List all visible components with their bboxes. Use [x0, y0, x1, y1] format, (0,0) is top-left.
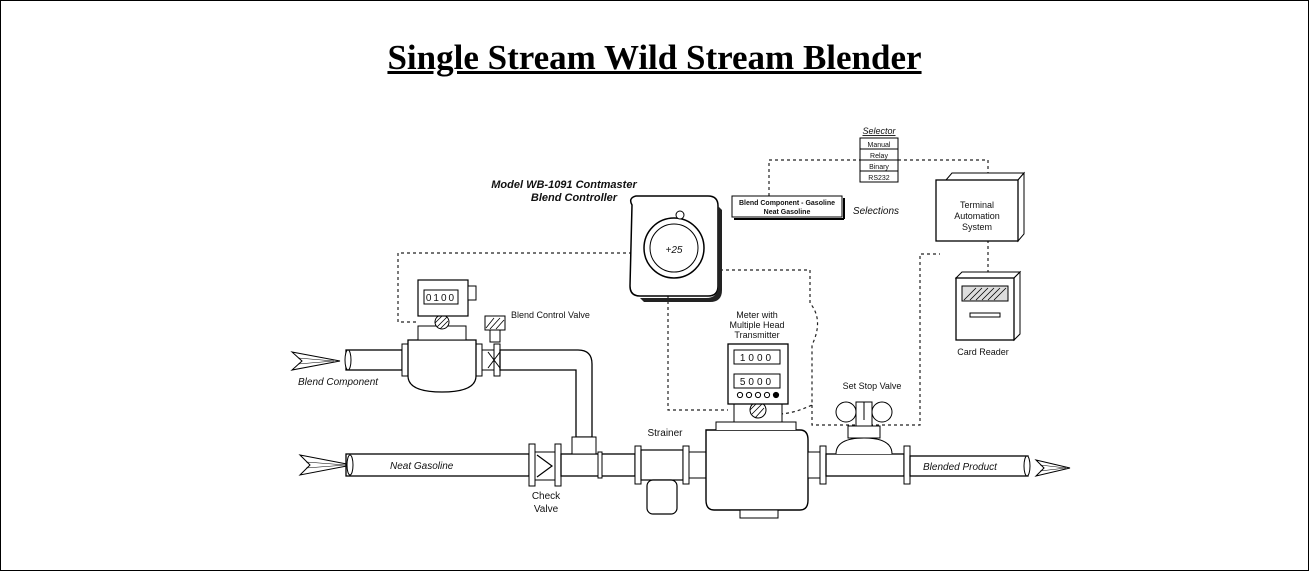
selections-line-1: Blend Component - Gasoline — [739, 200, 835, 207]
controller-model-label: Model WB-1091 Contmaster — [491, 179, 637, 191]
selector-option: Binary — [869, 164, 889, 171]
selector-heading: Selector — [862, 126, 896, 136]
blend-controller: +25 Model WB-1091 Contmaster Blend Contr… — [491, 179, 722, 302]
controller-dial-value: +25 — [666, 245, 683, 256]
meter-label-line-2: Multiple Head — [729, 320, 784, 330]
blend-control-valve-label: Blend Control Valve — [511, 310, 590, 320]
tee-pipe — [560, 436, 636, 479]
strainer: Strainer — [634, 428, 690, 515]
signal-wiring — [397, 159, 989, 426]
neat-gasoline-label: Neat Gasoline — [390, 461, 454, 472]
set-stop-valve: Set Stop Valve — [819, 381, 911, 485]
card-reader: Card Reader — [954, 270, 1022, 357]
selector: Selector Manual Relay Binary RS232 — [859, 126, 899, 183]
blend-component-pipe: Blend Component — [290, 343, 593, 438]
blended-product-label: Blended Product — [923, 462, 998, 473]
selections-box: Blend Component - Gasoline Neat Gasoline… — [731, 195, 899, 220]
controller-type-label: Blend Controller — [531, 192, 618, 204]
set-stop-valve-label: Set Stop Valve — [843, 381, 902, 391]
diagram-title: Single Stream Wild Stream Blender — [387, 38, 922, 77]
blended-product-pipe: Blended Product — [909, 455, 1071, 477]
selections-label: Selections — [853, 206, 899, 217]
meter-label-line-3: Transmitter — [734, 330, 779, 340]
selector-option: RS232 — [868, 175, 890, 182]
terminal-line-3: System — [962, 222, 992, 232]
check-valve: Check Valve — [528, 443, 562, 515]
neat-gasoline-pipe: Neat Gasoline — [298, 453, 530, 477]
terminal-line-1: Terminal — [960, 200, 994, 210]
meter-label-line-1: Meter with — [736, 310, 778, 320]
selections-line-2: Neat Gasoline — [764, 209, 811, 216]
selector-option: Relay — [870, 153, 888, 160]
terminal-automation-system: Terminal Automation System — [935, 171, 1026, 243]
check-valve-line-2: Valve — [534, 504, 559, 515]
main-meter: 1000 5000 Meter with Multiple Head Trans… — [688, 310, 821, 519]
blend-component-label: Blend Component — [298, 377, 379, 388]
check-valve-line-1: Check — [532, 491, 561, 502]
selector-option: Manual — [868, 142, 891, 149]
meter-display-top: 1000 — [740, 353, 774, 364]
meter-display-bottom: 5000 — [740, 377, 774, 388]
terminal-line-2: Automation — [954, 211, 1000, 221]
strainer-label: Strainer — [647, 428, 683, 439]
blend-meter-display: 0100 — [426, 293, 456, 304]
blend-control-valve: Blend Control Valve — [484, 310, 590, 369]
card-reader-label: Card Reader — [957, 347, 1009, 357]
blend-meter: 0100 — [407, 279, 477, 393]
